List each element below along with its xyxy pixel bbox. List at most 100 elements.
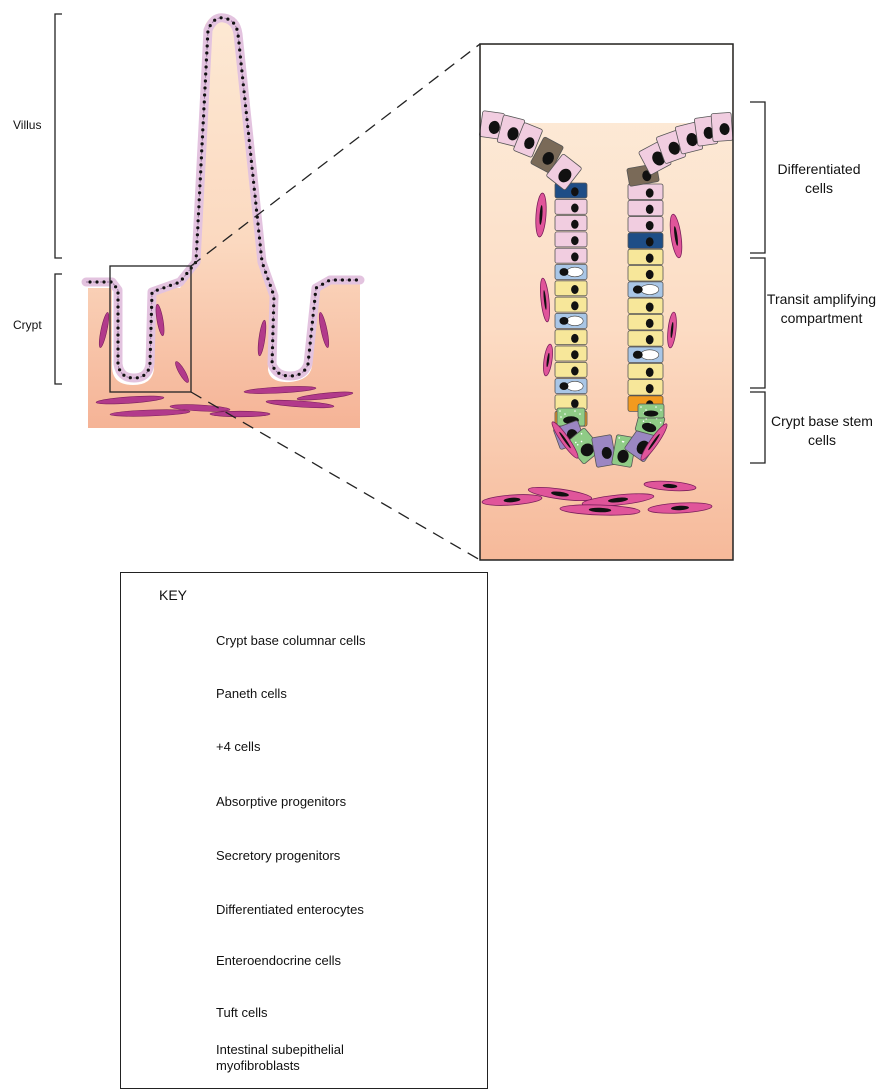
- nucleus: [571, 204, 579, 213]
- overview-nucleus: [245, 111, 248, 114]
- overview-nucleus: [269, 284, 272, 287]
- cell-body: [628, 217, 663, 233]
- overview-nucleus: [116, 298, 119, 301]
- overview-nucleus: [176, 282, 179, 285]
- overview-nucleus: [272, 325, 275, 328]
- overview-nucleus: [199, 170, 202, 173]
- overview-myofibroblast: [210, 411, 270, 417]
- crypt-detail-panel: [479, 44, 765, 560]
- overview-nucleus: [206, 30, 209, 33]
- key-label-paneth: Paneth cells: [216, 686, 287, 702]
- overview-nucleus: [213, 19, 216, 22]
- ent-cell: [555, 216, 587, 231]
- overview-nucleus: [308, 349, 311, 352]
- ent-cell: [628, 217, 663, 233]
- ent-cell: [628, 200, 663, 216]
- overview-nucleus: [118, 368, 121, 371]
- nucleus: [571, 252, 579, 261]
- nucleus: [571, 285, 579, 294]
- nucleus: [646, 205, 654, 214]
- overview-nucleus: [150, 299, 153, 302]
- nucleus: [646, 384, 654, 393]
- overview-nucleus: [116, 291, 119, 294]
- overview-nucleus: [251, 174, 254, 177]
- overview-nucleus: [204, 72, 207, 75]
- overview-nucleus: [122, 374, 125, 377]
- overview-nucleus: [150, 292, 153, 295]
- overview-nucleus: [88, 280, 91, 283]
- key-label-absorptive-progenitors: Absorptive progenitors: [216, 794, 346, 810]
- cell-body: [555, 330, 587, 345]
- overview-nucleus: [272, 304, 275, 307]
- overview-nucleus: [313, 300, 316, 303]
- nucleus: [571, 399, 579, 408]
- paneth-granule: [564, 413, 566, 415]
- overview-nucleus: [251, 167, 254, 170]
- sec-cell: [555, 265, 587, 280]
- detail-top-white: [481, 45, 732, 123]
- secretory-granule: [567, 316, 584, 326]
- villus-label: Villus: [13, 118, 41, 132]
- overview-nucleus: [309, 342, 312, 345]
- cell-body: [628, 200, 663, 216]
- paneth-granule: [655, 406, 657, 408]
- sec-cell: [555, 379, 587, 394]
- abs-cell: [555, 346, 587, 361]
- overview-nucleus: [205, 58, 208, 61]
- overview-nucleus: [235, 28, 238, 31]
- overview-nucleus: [202, 121, 205, 124]
- overview-nucleus: [129, 376, 132, 379]
- paneth-cell: [638, 404, 664, 418]
- overview-nucleus: [200, 149, 203, 152]
- overview-nucleus: [242, 83, 245, 86]
- overview-nucleus: [198, 184, 201, 187]
- overview-nucleus: [271, 346, 274, 349]
- overview-nucleus: [156, 289, 159, 292]
- overview-nucleus: [116, 340, 119, 343]
- overview-nucleus: [206, 37, 209, 40]
- overview-nucleus: [321, 283, 324, 286]
- abs-cell: [555, 330, 587, 345]
- overview-nucleus: [232, 22, 235, 25]
- overview-nucleus: [247, 132, 250, 135]
- paneth-granule: [560, 416, 562, 418]
- secretory-granule: [641, 350, 659, 360]
- overview-nucleus: [149, 341, 152, 344]
- paneth-granule: [660, 409, 662, 411]
- overview-nucleus: [116, 326, 119, 329]
- ent-cell: [711, 112, 733, 141]
- key-label-enteroendocrine: Enteroendocrine cells: [216, 953, 341, 969]
- overview-nucleus: [341, 278, 344, 281]
- overview-nucleus: [116, 354, 119, 357]
- overview-nucleus: [334, 278, 337, 281]
- nucleus: [571, 220, 579, 229]
- overview-nucleus: [240, 62, 243, 65]
- paneth-granule: [645, 409, 647, 411]
- transit-amplifying-label: Transit amplifying compartment: [766, 290, 877, 328]
- ent-cell: [555, 232, 587, 247]
- overview-nucleus: [314, 293, 317, 296]
- overview-nucleus: [238, 48, 241, 51]
- overview-nucleus: [116, 361, 119, 364]
- key-label-differentiated-enterocytes: Differentiated enterocytes: [216, 902, 364, 918]
- overview-nucleus: [199, 177, 202, 180]
- cell-body: [555, 346, 587, 361]
- nucleus: [559, 317, 568, 325]
- key-label-myofibroblasts: Intestinal subepithelial myofibroblasts: [216, 1042, 396, 1074]
- differentiated-cells-bracket: [750, 102, 765, 253]
- overview-nucleus: [195, 247, 198, 250]
- key-label-tuft: Tuft cells: [216, 1005, 268, 1021]
- overview-nucleus: [202, 114, 205, 117]
- overview-nucleus: [272, 367, 275, 370]
- overview-nucleus: [348, 278, 351, 281]
- overview-nucleus: [116, 312, 119, 315]
- overview-nucleus: [303, 369, 306, 372]
- overview-nucleus: [315, 286, 318, 289]
- overview-nucleus: [306, 362, 309, 365]
- villus-bracket: [55, 14, 62, 258]
- overview-nucleus: [291, 374, 294, 377]
- cell-body: [628, 266, 663, 282]
- overview-nucleus: [201, 135, 204, 138]
- overview-nucleus: [237, 35, 240, 38]
- overview-nucleus: [198, 198, 201, 201]
